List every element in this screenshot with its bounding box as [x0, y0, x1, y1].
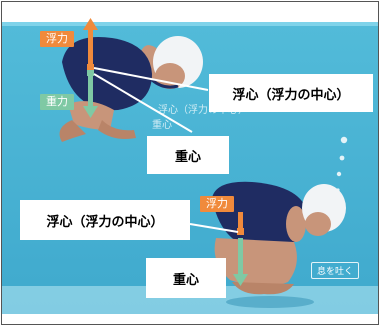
top-ghost-buoyancy-center-label: 浮心（浮力の中心） [158, 105, 248, 116]
bottom-buoyancy-tag: 浮力 [200, 196, 234, 212]
top-diver-swimsuit [62, 37, 152, 111]
top-buoyancy-center-marker [87, 64, 94, 71]
bottom-buoyancy-leader [189, 223, 239, 233]
top-diver-knee [59, 120, 86, 142]
bubble [336, 171, 342, 177]
top-gravity-arrow [83, 74, 98, 118]
bottom-diver-arm [286, 206, 306, 242]
top-gravity-leader [93, 73, 193, 133]
bottom-buoyancy-center-callout: 浮心（浮力の中心） [20, 200, 190, 240]
bottom-diver-swimsuit [212, 181, 308, 251]
bubble [340, 136, 348, 144]
top-ghost-gravity-center-label: 重心 [152, 120, 172, 131]
top-gravity-tag: 重力 [40, 94, 74, 110]
top-gravity-center-marker [87, 70, 94, 76]
bottom-diver-feet [232, 282, 294, 295]
bottom-center-of-gravity-callout: 重心 [146, 258, 226, 298]
top-diver-face [155, 63, 185, 89]
exhale-label: 息を吐く [311, 262, 360, 279]
top-buoyancy-leader [93, 67, 209, 91]
bottom-diver-face [305, 212, 331, 236]
top-buoyancy-center-callout: 浮心（浮力の中心） [209, 74, 373, 112]
floor-shadow [226, 296, 314, 308]
bottom-buoyancy-center-marker [237, 228, 244, 235]
bottom-buoyancy-arrow [238, 212, 243, 228]
top-diver-foot [98, 120, 136, 139]
water-surface [2, 22, 378, 26]
leader-lines [93, 67, 239, 233]
top-diver-goggle-strap [151, 78, 179, 89]
bubble [339, 155, 345, 161]
top-buoyancy-arrow [83, 18, 98, 64]
top-buoyancy-tag: 浮力 [40, 31, 74, 47]
top-diver-figure [59, 36, 203, 142]
top-center-of-gravity-callout: 重心 [147, 136, 229, 174]
bottom-gravity-arrow [233, 238, 248, 286]
